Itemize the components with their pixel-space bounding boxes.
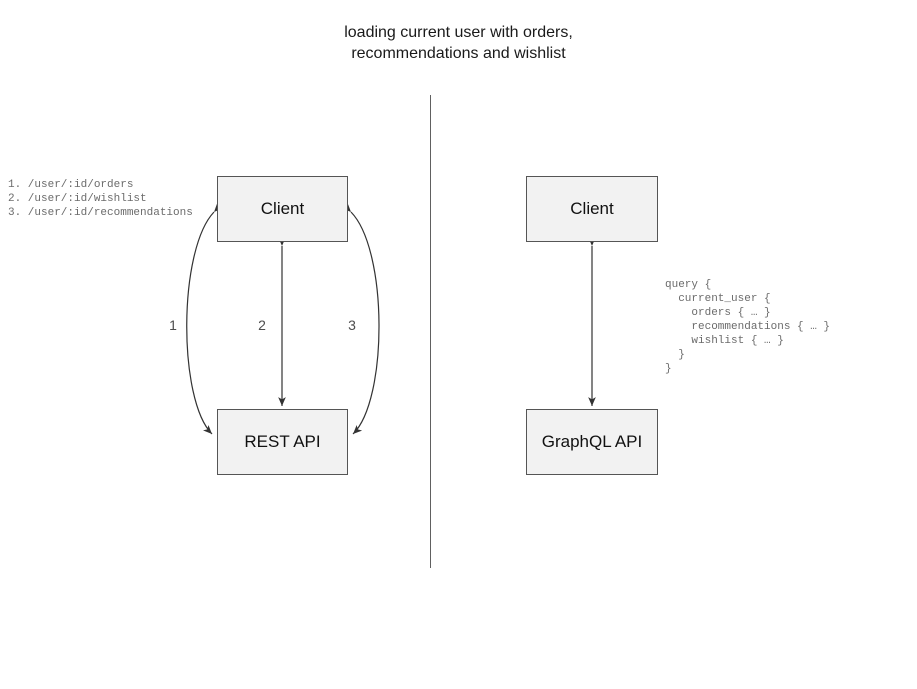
node-rest-api[interactable]: REST API [217, 409, 348, 475]
node-client-rest[interactable]: Client [217, 176, 348, 242]
rest-endpoint-list: 1. /user/:id/orders 2. /user/:id/wishlis… [8, 179, 193, 219]
node-client-graphql[interactable]: Client [526, 176, 658, 242]
graphql-query-block: query { current_user { orders { … } reco… [665, 279, 831, 375]
edge-label-1: 1 [169, 317, 177, 333]
edge-label-2: 2 [258, 317, 266, 333]
edge-label-3: 3 [348, 317, 356, 333]
node-graphql-api[interactable]: GraphQL API [526, 409, 658, 475]
edge-1-curve [186, 202, 223, 435]
page-title: loading current user with orders, recomm… [344, 24, 573, 62]
panel-divider [430, 95, 431, 568]
